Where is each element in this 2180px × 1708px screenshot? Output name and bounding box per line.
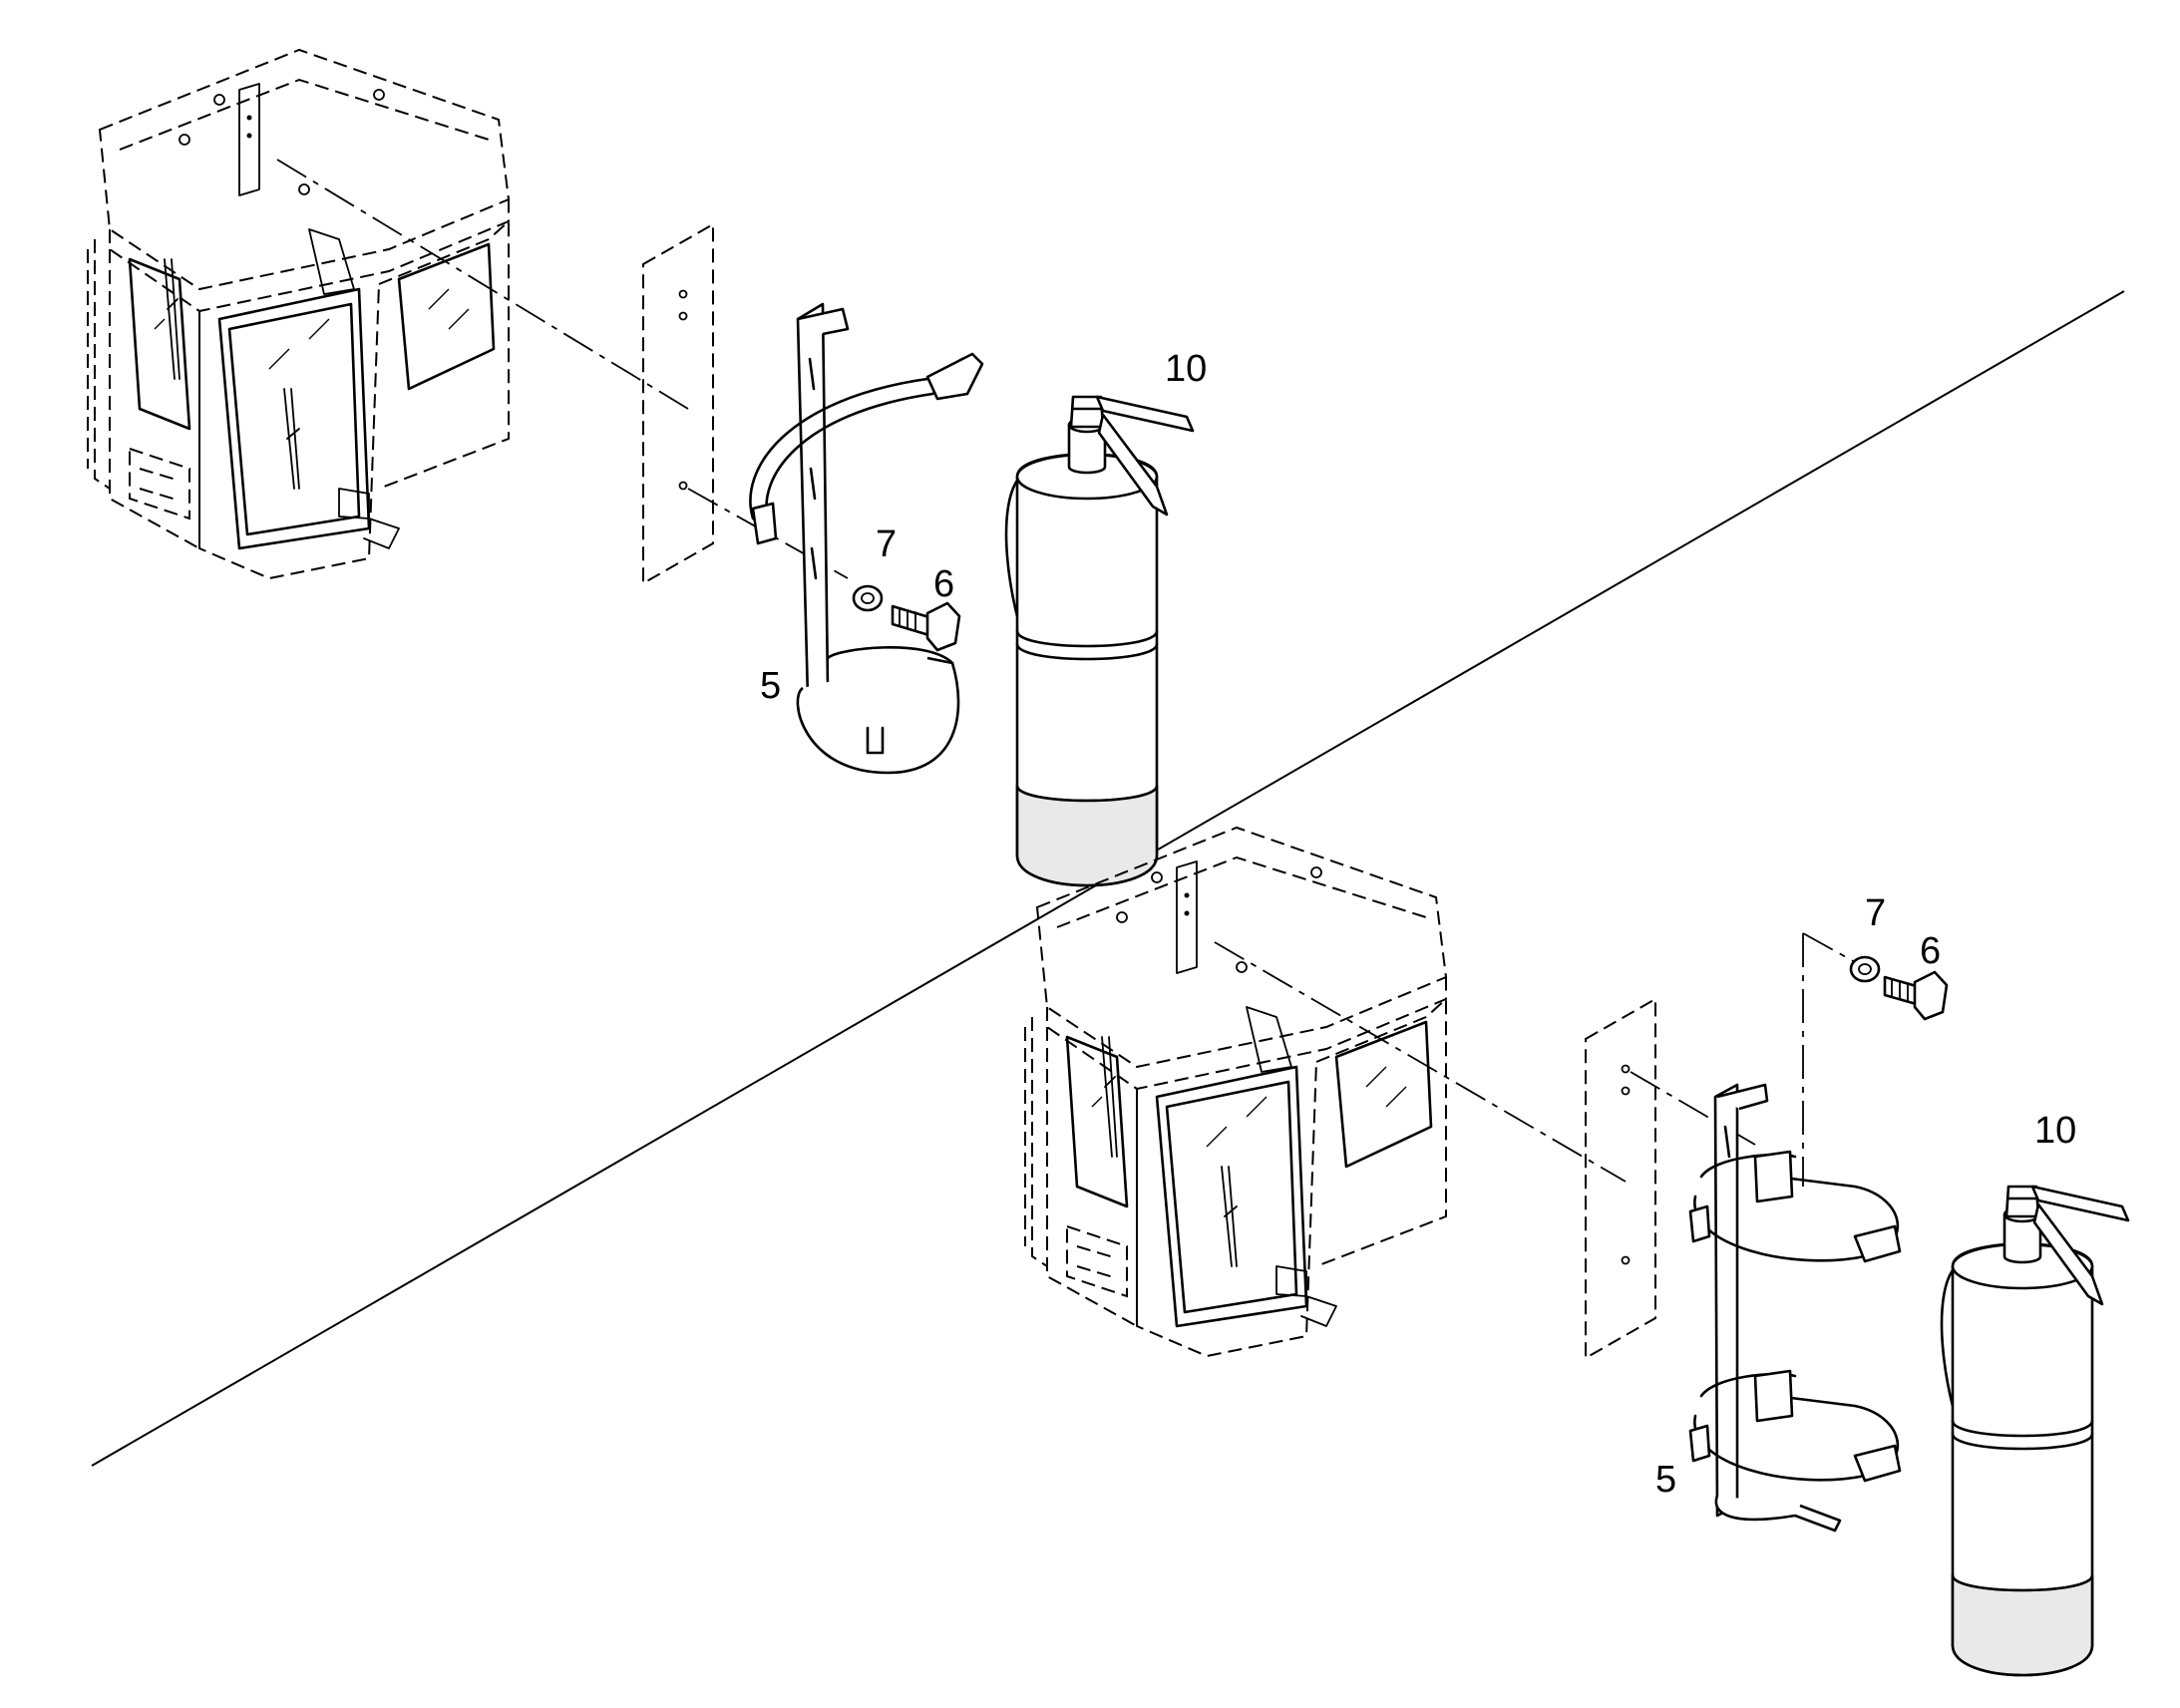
washer-top (852, 584, 884, 612)
cab-outline-top (86, 48, 511, 580)
mounting-plate-top (642, 223, 714, 584)
callout-5-top: 5 (760, 665, 781, 707)
callout-7-top: 7 (876, 523, 897, 565)
bolt-top (891, 601, 961, 652)
callout-10-bottom: 10 (2034, 1110, 2076, 1152)
washer-bottom (1849, 955, 1881, 983)
callout-10-top: 10 (1165, 348, 1207, 390)
centerline-top-2 (687, 488, 849, 579)
centerline-bottom-3 (1802, 932, 1858, 1187)
bracket-top (749, 302, 984, 775)
callout-7-bottom: 7 (1865, 892, 1886, 934)
bracket-bottom (1688, 1083, 1902, 1533)
callout-6-bottom: 6 (1920, 930, 1941, 972)
bolt-bottom (1883, 970, 1949, 1021)
extinguisher-top (1004, 395, 1195, 887)
extinguisher-bottom (1940, 1185, 2130, 1677)
centerline-bottom-1 (1214, 941, 1627, 1183)
centerline-top-1 (276, 159, 689, 410)
callout-6-top: 6 (933, 563, 954, 605)
callout-5-bottom: 5 (1655, 1459, 1676, 1501)
cab-outline-bottom (1023, 826, 1448, 1358)
